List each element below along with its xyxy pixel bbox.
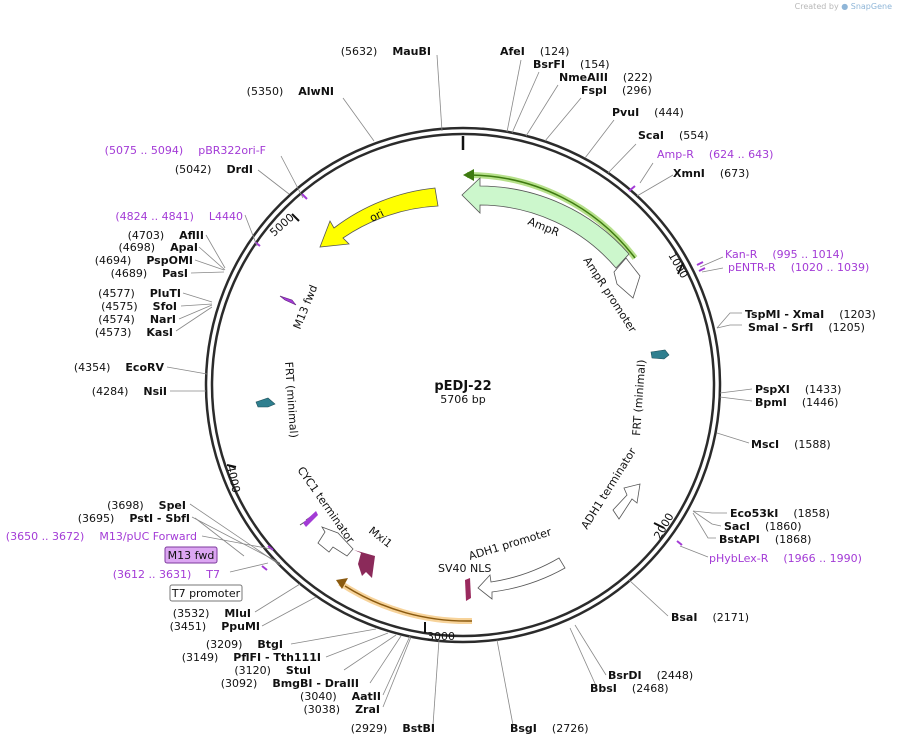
m13-fwd-label: M13 fwd bbox=[291, 283, 321, 331]
adh1-terminator-feature bbox=[612, 483, 641, 520]
enzyme-eco53ki: Eco53kI(1858) bbox=[730, 507, 830, 520]
tick-2000: 2000 bbox=[651, 511, 676, 542]
enzyme-psti-sbfi: (3695)PstI - SbfI bbox=[78, 512, 190, 525]
enzyme-pluti: (4577)PluTI bbox=[98, 287, 181, 300]
primer-marks bbox=[254, 185, 706, 571]
enzyme-smai-srfi: SmaI - SrfI(1205) bbox=[748, 321, 865, 334]
enzyme-bmgbi-draiii: (3092)BmgBI - DraIII bbox=[221, 677, 359, 690]
enzyme-apai: (4698)ApaI bbox=[119, 241, 198, 254]
enzyme-bbsi: BbsI(2468) bbox=[590, 682, 668, 695]
adh1-promoter-label: ADH1 promoter bbox=[467, 525, 553, 563]
enzyme-drdi: (5042)DrdI bbox=[175, 163, 253, 176]
enzyme-labels: AfeI(124) BsrFI(154) NmeAIII(222) FspI(2… bbox=[74, 45, 876, 735]
credit-prefix: Created by bbox=[794, 2, 839, 11]
enzyme-bstapi: BstAPI(1868) bbox=[719, 533, 811, 546]
plasmid-name: pEDJ-22 bbox=[434, 379, 491, 394]
ori-label: ori bbox=[367, 207, 386, 225]
tick-1000: 1000 bbox=[665, 250, 690, 281]
mxi1-feature bbox=[354, 550, 375, 578]
enzyme-scai: ScaI(554) bbox=[638, 129, 709, 142]
ori-feature bbox=[319, 187, 439, 248]
primer-phyblex-r: pHybLex-R(1966 .. 1990) bbox=[709, 552, 862, 565]
enzyme-aatii: (3040)AatII bbox=[300, 690, 381, 703]
enzyme-aflii: (4703)AflII bbox=[128, 229, 204, 242]
primer-pentr-r: pENTR-R(1020 .. 1039) bbox=[728, 261, 869, 274]
m13-fwd-box-label: M13 fwd bbox=[168, 549, 215, 562]
frt-left-label: FRT (minimal) bbox=[282, 361, 300, 438]
enzyme-bpmi: BpmI(1446) bbox=[755, 396, 838, 409]
ampr-feature bbox=[461, 177, 630, 269]
primer-labels: Amp-R(624 .. 643) Kan-R(995 .. 1014) pEN… bbox=[6, 144, 869, 581]
primer-l4440: (4824 .. 4841)L4440 bbox=[115, 210, 243, 223]
enzyme-tspmi-xmai: TspMI - XmaI(1203) bbox=[745, 308, 876, 321]
enzyme-nari: (4574)NarI bbox=[98, 313, 176, 326]
tick-3000: 3000 bbox=[427, 630, 455, 643]
credit-brand: SnapGene bbox=[850, 2, 892, 11]
cyc1-terminator-feature bbox=[317, 526, 354, 557]
ampr-promoter-feature bbox=[613, 257, 641, 299]
enzyme-saci: SacI(1860) bbox=[724, 520, 802, 533]
enzyme-maubi: (5632)MauBI bbox=[341, 45, 431, 58]
enzyme-ppumi: (3451)PpuMI bbox=[170, 620, 260, 633]
primer-kan-r: Kan-R(995 .. 1014) bbox=[725, 248, 844, 261]
enzyme-nsii: (4284)NsiI bbox=[92, 385, 167, 398]
orange-orf-glow bbox=[338, 580, 473, 625]
enzyme-alwni: (5350)AlwNI bbox=[247, 85, 334, 98]
enzyme-bsai: BsaI(2171) bbox=[671, 611, 749, 624]
enzyme-btgi: (3209)BtgI bbox=[206, 638, 283, 651]
enzyme-pspxi: PspXI(1433) bbox=[755, 383, 841, 396]
enzyme-zrai: (3038)ZraI bbox=[304, 703, 381, 716]
leader-lines bbox=[166, 54, 753, 726]
t7-promoter-box: T7 promoter bbox=[169, 584, 243, 602]
enzyme-bsgi: BsgI(2726) bbox=[510, 722, 588, 735]
enzyme-pspomi: (4694)PspOMI bbox=[95, 254, 193, 267]
enzyme-bsrfi: BsrFI(154) bbox=[533, 58, 610, 71]
mxi1-label: Mxi1 bbox=[366, 524, 395, 550]
primer-pbr322ori-f: (5075 .. 5094)pBR322ori-F bbox=[105, 144, 266, 157]
primer-t7: (3612 .. 3631)T7 bbox=[113, 568, 220, 581]
backbone bbox=[204, 126, 722, 644]
enzyme-spei: (3698)SpeI bbox=[107, 499, 186, 512]
enzyme-pflfi-tth111i: (3149)PflFI - Tth111I bbox=[182, 651, 321, 664]
m13-fwd-box: M13 fwd bbox=[164, 546, 218, 564]
enzyme-ecorv: (4354)EcoRV bbox=[74, 361, 165, 374]
tick-4000: 4000 bbox=[224, 464, 243, 494]
enzyme-pasi: (4689)PasI bbox=[111, 267, 188, 280]
enzyme-mlui: (3532)MluI bbox=[173, 607, 251, 620]
enzyme-fspi: FspI(296) bbox=[581, 84, 652, 97]
t7-promoter-box-label: T7 promoter bbox=[171, 587, 241, 600]
m13-fwd-feature bbox=[279, 295, 297, 306]
enzyme-nmeaiii: NmeAIII(222) bbox=[559, 71, 653, 84]
enzyme-xmni: XmnI(673) bbox=[673, 167, 749, 180]
primer-m13-puc-forward: (3650 .. 3672)M13/pUC Forward bbox=[6, 530, 197, 543]
enzyme-afei: AfeI(124) bbox=[500, 45, 569, 58]
frt-right-label: FRT (minimal) bbox=[630, 359, 648, 436]
snapgene-credit: Created by ● SnapGene bbox=[795, 2, 892, 11]
enzyme-bsrdi: BsrDI(2448) bbox=[608, 669, 693, 682]
plasmid-length: 5706 bp bbox=[440, 393, 485, 406]
snapgene-logo-icon: ● bbox=[841, 2, 849, 11]
enzyme-kasi: (4573)KasI bbox=[95, 326, 173, 339]
adh1-promoter-feature bbox=[477, 557, 566, 600]
enzyme-pvui: PvuI(444) bbox=[612, 106, 684, 119]
sv40-nls-label: SV40 NLS bbox=[438, 562, 491, 575]
frt-left-feature bbox=[255, 397, 276, 408]
enzyme-sfoi: (4575)SfoI bbox=[101, 300, 177, 313]
enzyme-msci: MscI(1588) bbox=[751, 438, 831, 451]
enzyme-bstbi: (2929)BstBI bbox=[351, 722, 435, 735]
frt-right-feature bbox=[650, 349, 670, 360]
enzyme-stui: (3120)StuI bbox=[234, 664, 311, 677]
primer-amp-r: Amp-R(624 .. 643) bbox=[657, 148, 773, 161]
sv40-nls-feature bbox=[465, 578, 471, 601]
